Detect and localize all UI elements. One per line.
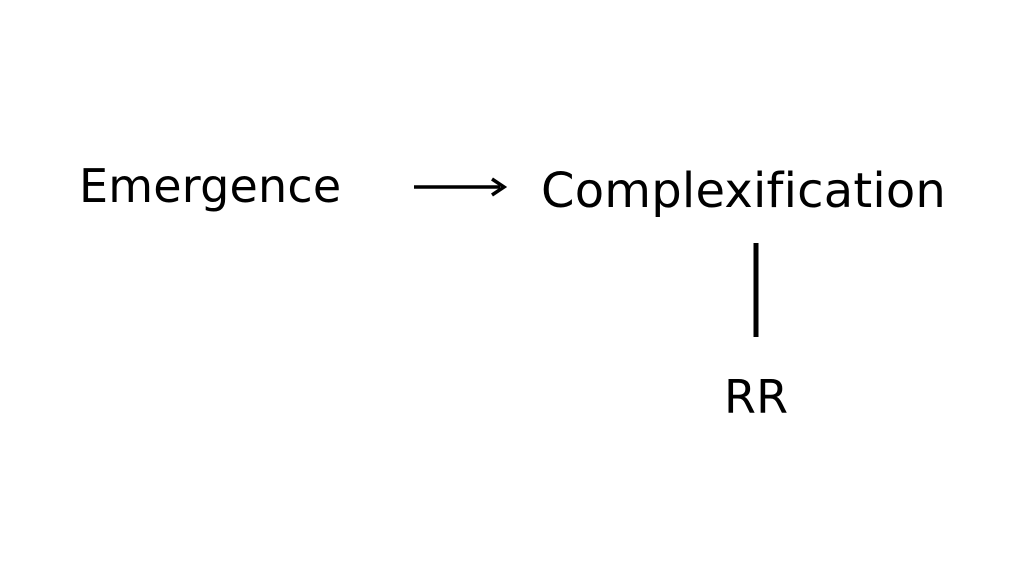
arrow-emergence-to-complexification xyxy=(414,177,508,197)
node-rr: RR xyxy=(724,370,789,424)
node-emergence: Emergence xyxy=(79,159,342,213)
arrow-head xyxy=(491,177,508,197)
node-complexification: Complexification xyxy=(541,163,947,219)
